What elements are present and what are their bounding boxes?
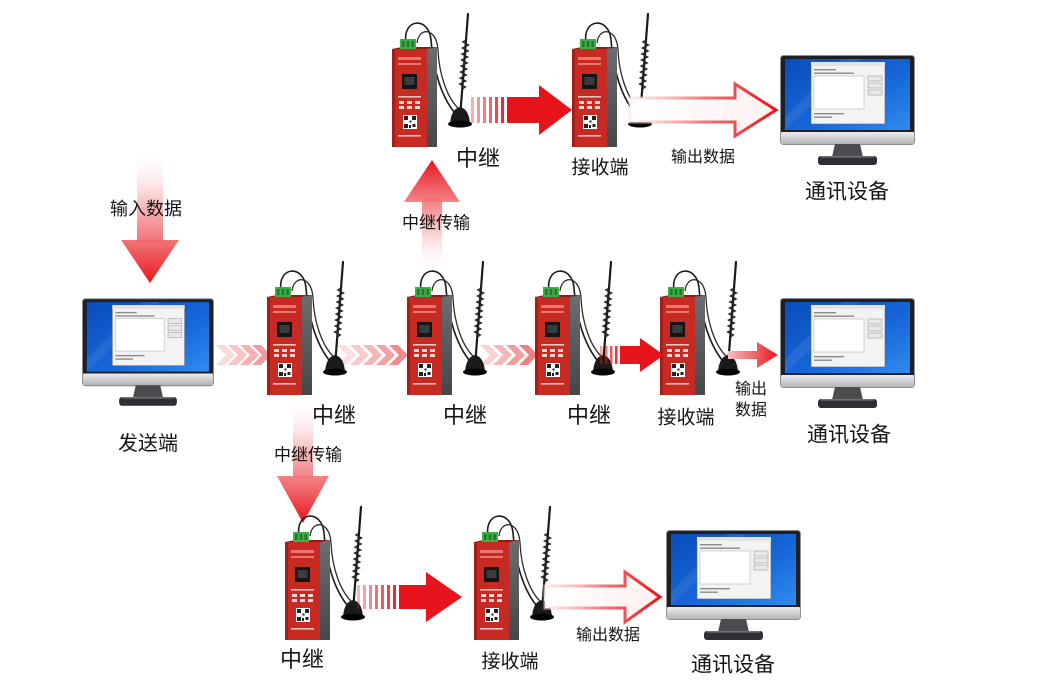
bottom-receiver-label: 接收端 bbox=[481, 650, 539, 673]
main-relay-label-1: 中继 bbox=[311, 404, 357, 429]
bottom-device-label: 通讯设备 bbox=[691, 652, 775, 677]
arrow-stripe bbox=[605, 346, 608, 364]
chevron bbox=[519, 345, 538, 365]
bottom-output-label: 输出数据 bbox=[575, 625, 641, 644]
top-transmission-arrow bbox=[471, 85, 572, 135]
main-relay-device-2 bbox=[407, 260, 489, 395]
arrow-head bbox=[426, 572, 462, 622]
chevron-link-relay2-relay3 bbox=[480, 345, 538, 365]
chevron-link-sender-relay bbox=[216, 345, 271, 365]
top-relay-label: 中继 bbox=[455, 147, 501, 172]
chevron bbox=[240, 345, 259, 365]
arrow-head bbox=[404, 160, 460, 202]
arrow-shaft bbox=[507, 97, 541, 123]
arrow-stripe bbox=[495, 97, 498, 123]
top-output-arrow bbox=[628, 81, 779, 139]
input-data-label: 输入数据 bbox=[110, 199, 182, 220]
arrow-stripe bbox=[501, 97, 504, 123]
arrow-stripe bbox=[615, 346, 618, 364]
main-receiver-device bbox=[660, 260, 742, 395]
bottom-receiver-device bbox=[474, 505, 556, 640]
main-output-label-line-2: 数据 bbox=[734, 400, 768, 419]
arrow-stripe bbox=[477, 97, 480, 123]
main-communication-device bbox=[780, 298, 915, 409]
top-transfer-label: 中继传输 bbox=[402, 213, 470, 234]
top-device-label: 通讯设备 bbox=[805, 179, 889, 204]
main-receiver-label: 接收端 bbox=[657, 406, 715, 429]
bottom-relay-device bbox=[285, 505, 367, 640]
arrow-stripe bbox=[369, 585, 372, 609]
chevron bbox=[389, 345, 408, 365]
arrow-stripe bbox=[363, 585, 366, 609]
main-output-arrow bbox=[728, 342, 778, 368]
top-receiver-device bbox=[572, 12, 654, 147]
arrow-shaft bbox=[137, 150, 163, 242]
chevron bbox=[493, 345, 512, 365]
arrow-head bbox=[640, 338, 664, 372]
main-output-label-line-1: 输出 bbox=[734, 379, 768, 398]
arrow-stripe bbox=[381, 585, 384, 609]
main-device-label: 通讯设备 bbox=[807, 422, 891, 447]
main-transmission-arrow bbox=[600, 338, 664, 372]
arrow-stripe bbox=[600, 346, 603, 364]
arrow-shaft bbox=[293, 398, 313, 478]
arrow-stripe bbox=[471, 97, 474, 123]
arrow-shaft bbox=[399, 585, 428, 609]
arrow-stripe bbox=[375, 585, 378, 609]
bottom-transfer-label: 中继传输 bbox=[274, 445, 342, 466]
top-output-label: 输出数据 bbox=[670, 147, 736, 166]
input-data-arrow bbox=[121, 150, 179, 283]
arrow-stripe bbox=[483, 97, 486, 123]
chevron bbox=[363, 345, 382, 365]
arrow-stripe bbox=[393, 585, 396, 609]
top-relay-device bbox=[392, 12, 474, 147]
sender-computer bbox=[82, 298, 214, 407]
arrow-shaft bbox=[620, 346, 642, 364]
top-receiver-label: 接收端 bbox=[571, 156, 629, 179]
sender-label: 发送端 bbox=[118, 431, 178, 455]
top-communication-device bbox=[780, 55, 915, 166]
chevron bbox=[376, 345, 395, 365]
chevron bbox=[350, 345, 369, 365]
arrow-stripe bbox=[610, 346, 613, 364]
arrow-head bbox=[539, 85, 572, 135]
chevron-link-relay1-relay2 bbox=[337, 345, 408, 365]
arrow-shaft bbox=[422, 198, 442, 272]
main-relay-label-3: 中继 bbox=[566, 404, 612, 429]
main-relay-device-3 bbox=[535, 260, 617, 395]
arrow-stripe bbox=[489, 97, 492, 123]
arrow-head bbox=[277, 476, 329, 523]
arrow-head bbox=[121, 240, 179, 283]
bottom-transmission-arrow bbox=[357, 572, 462, 622]
relay-transfer-up-arrow bbox=[404, 160, 460, 272]
bottom-output-arrow bbox=[543, 569, 663, 625]
arrow-stripe bbox=[387, 585, 390, 609]
main-relay-device-1 bbox=[267, 260, 349, 395]
chevron bbox=[216, 345, 235, 365]
bottom-relay-label: 中继 bbox=[279, 648, 325, 673]
chevron bbox=[480, 345, 499, 365]
chevron bbox=[337, 345, 356, 365]
relay-transfer-down-arrow bbox=[277, 398, 329, 523]
chevron bbox=[228, 345, 247, 365]
arrow-stripe bbox=[357, 585, 360, 609]
chevron bbox=[506, 345, 525, 365]
main-relay-label-2: 中继 bbox=[442, 404, 488, 429]
bottom-communication-device bbox=[666, 530, 801, 641]
